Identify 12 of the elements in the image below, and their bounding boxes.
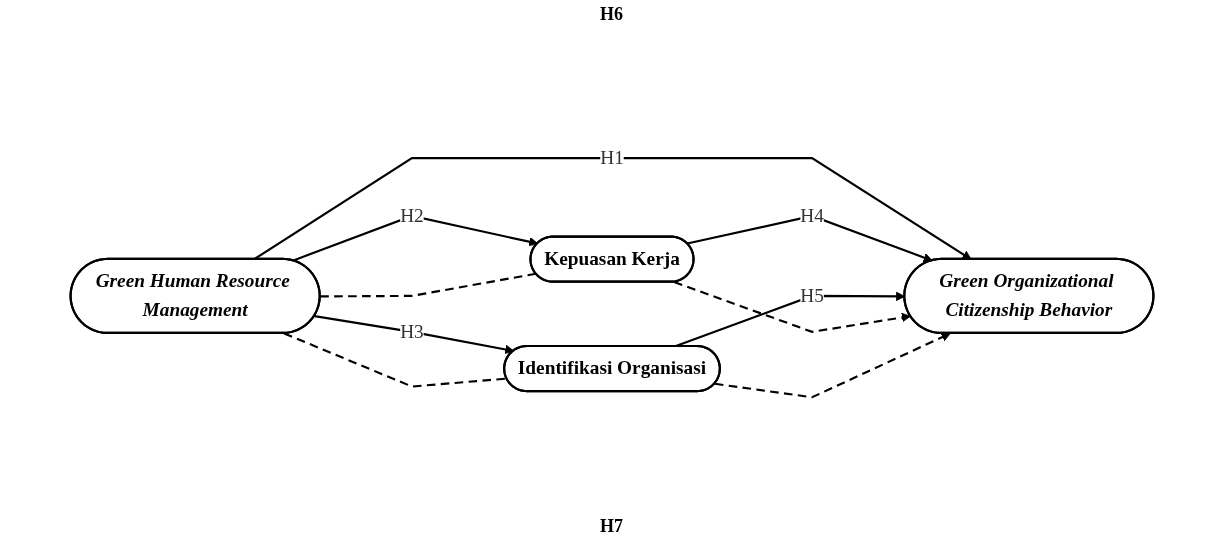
arrow	[714, 332, 951, 399]
edge-label: H2	[399, 204, 424, 227]
connector	[283, 332, 507, 388]
edge-label: H1	[599, 146, 624, 169]
arrow	[673, 281, 911, 333]
arrow	[313, 315, 514, 355]
hypothesis-label: H6	[600, 4, 623, 25]
edge-label: H5	[799, 284, 824, 307]
edge-label: H3	[399, 320, 424, 343]
connector	[319, 272, 536, 298]
hypothesis-label: H7	[600, 516, 623, 537]
edge-label: H4	[799, 204, 824, 227]
